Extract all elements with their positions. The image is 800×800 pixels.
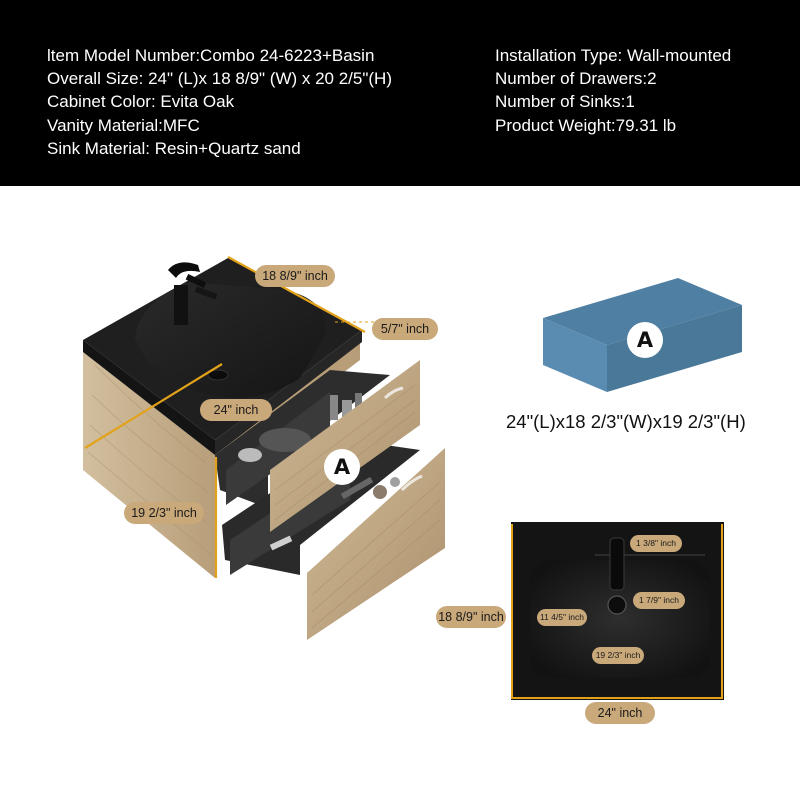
top-view-depth-label: 18 8/9" inch	[436, 606, 506, 628]
depth-dimension-label: 18 8/9" inch	[255, 265, 335, 287]
spec-sink-material: Sink Material: Resin+Quartz sand	[47, 138, 301, 158]
spec-model-number: ltem Model Number:Combo 24-6223+Basin	[47, 46, 375, 65]
spec-list-left: ltem Model Number:Combo 24-6223+Basin Ov…	[47, 44, 392, 160]
top-view-drain	[607, 595, 627, 615]
upper-drawer-handle[interactable]	[383, 386, 404, 400]
lower-drawer-handle[interactable]	[400, 474, 423, 492]
faucet	[168, 262, 218, 325]
basin-length-label: 19 2/3" inch	[592, 647, 644, 664]
part-a-front	[543, 318, 607, 392]
basin-width-label: 11 4/5" inch	[537, 609, 587, 626]
part-a-marker-main: A	[324, 449, 360, 485]
dimension-lines	[84, 256, 366, 578]
spec-list-right: Installation Type: Wall-mounted Number o…	[495, 44, 731, 137]
part-a-top	[543, 278, 742, 345]
spec-product-weight: Product Weight:79.31 lb	[495, 115, 677, 135]
top-view-faucet	[609, 537, 625, 591]
top-thickness-label: 5/7" inch	[372, 318, 438, 340]
width-dimension-label: 24" inch	[200, 399, 272, 421]
spec-vanity-material: Vanity Material:MFC	[47, 115, 200, 135]
upper-drawer-front[interactable]	[270, 360, 420, 532]
spec-sink-count: Number of Sinks:1	[495, 92, 635, 112]
part-a-side	[607, 305, 742, 392]
faucet-offset-label: 1 3/8" inch	[630, 535, 682, 552]
top-view-width-label: 24" inch	[585, 702, 655, 724]
drain	[207, 369, 229, 381]
spec-installation-type: Installation Type: Wall-mounted	[495, 46, 732, 65]
drain-position-label: 1 7/9" inch	[633, 592, 685, 609]
spec-cabinet-color: Cabinet Color: Evita Oak	[47, 92, 235, 112]
part-a-illustration	[543, 278, 742, 392]
part-a-marker: A	[627, 322, 663, 358]
height-dimension-label: 19 2/3" inch	[124, 502, 204, 524]
part-a-dimensions: 24"(L)x18 2/3"(W)x19 2/3"(H)	[506, 411, 746, 432]
vanity-cabinet	[83, 256, 445, 640]
spec-overall-size: Overall Size: 24" (L)x 18 8/9" (W) x 20 …	[47, 69, 392, 89]
spec-header: ltem Model Number:Combo 24-6223+Basin Ov…	[0, 0, 800, 186]
top-view-basin	[530, 560, 710, 678]
lower-drawer-front[interactable]	[307, 448, 445, 640]
spec-drawer-count: Number of Drawers:2	[495, 69, 657, 89]
